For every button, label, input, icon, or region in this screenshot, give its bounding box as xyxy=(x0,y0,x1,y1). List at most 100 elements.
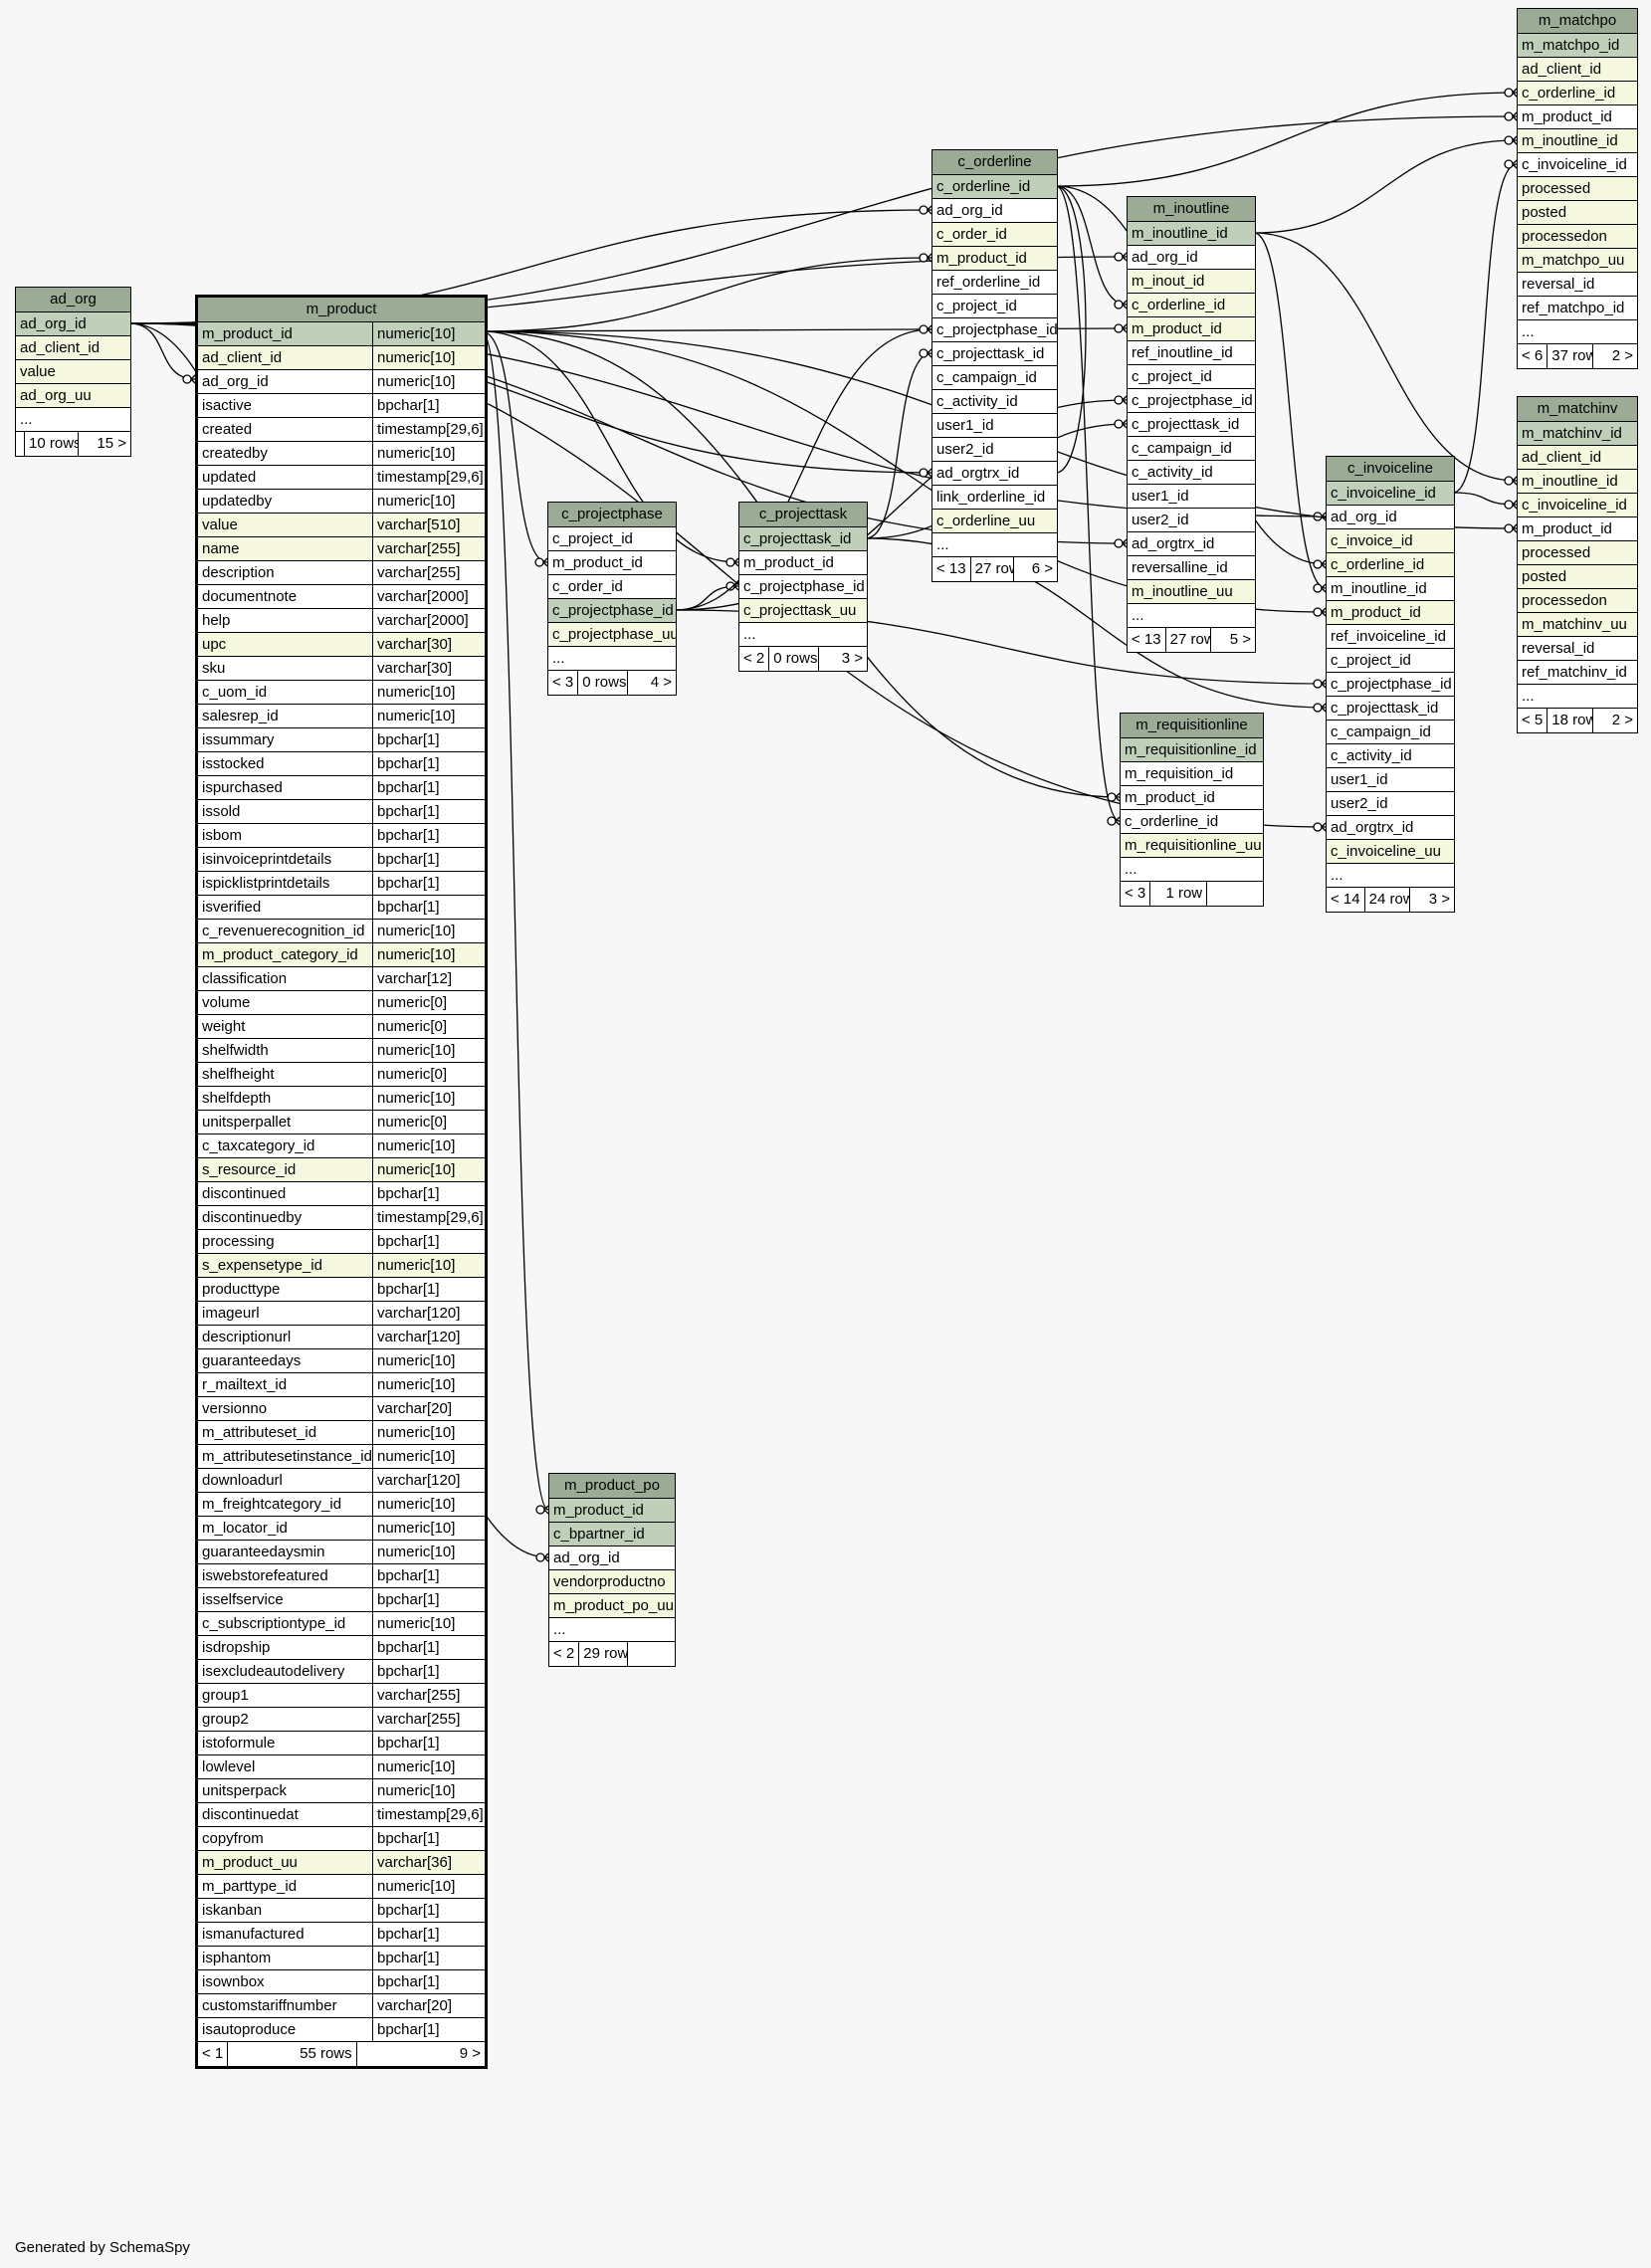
table-row[interactable]: c_invoiceline_id xyxy=(1327,482,1454,506)
table-row[interactable]: m_product_id xyxy=(1518,105,1637,129)
table-row[interactable]: ad_org_id xyxy=(1327,506,1454,529)
table-row[interactable]: c_projecttask_id xyxy=(739,527,867,551)
table-row[interactable]: ref_matchinv_id xyxy=(1518,661,1637,685)
table-row[interactable]: c_campaign_id xyxy=(1128,437,1255,461)
table-row[interactable]: c_projectphase_id xyxy=(1128,389,1255,413)
children-link[interactable]: 4 > xyxy=(650,674,672,691)
table-row[interactable]: ad_orgtrx_id xyxy=(1128,532,1255,556)
table-row[interactable]: ref_orderline_id xyxy=(932,271,1057,295)
table-row[interactable]: c_projecttask_id xyxy=(1128,413,1255,437)
table-row[interactable]: ... xyxy=(1518,320,1637,344)
table-row[interactable]: c_activity_id xyxy=(1327,744,1454,768)
table-title[interactable]: m_requisitionline xyxy=(1121,714,1263,738)
table-row[interactable]: m_product_id xyxy=(1518,517,1637,541)
table-row[interactable]: m_inout_id xyxy=(1128,270,1255,294)
children-link[interactable]: 2 > xyxy=(1611,712,1633,728)
table-row[interactable]: c_projecttask_id xyxy=(1327,697,1454,721)
parents-link[interactable]: < 2 xyxy=(739,647,770,671)
table-row[interactable]: m_product_id xyxy=(1128,317,1255,341)
table-row[interactable]: m_product_id xyxy=(1121,786,1263,810)
table-row[interactable]: m_inoutline_uu xyxy=(1128,580,1255,604)
children-link[interactable]: 6 > xyxy=(1031,560,1053,577)
table-row[interactable]: m_inoutline_id xyxy=(1327,577,1454,601)
table-row[interactable]: c_projectphase_id xyxy=(932,318,1057,342)
table-row[interactable]: m_requisitionline_uu xyxy=(1121,834,1263,858)
table-row[interactable]: c_invoiceline_uu xyxy=(1327,840,1454,864)
table-row[interactable]: c_orderline_uu xyxy=(932,510,1057,533)
table-row[interactable]: value xyxy=(16,360,130,384)
table-row[interactable]: reversalline_id xyxy=(1128,556,1255,580)
table-row[interactable]: user1_id xyxy=(1327,768,1454,792)
table-row[interactable]: posted xyxy=(1518,201,1637,225)
parents-link[interactable]: < 5 xyxy=(1518,709,1548,732)
table-row[interactable]: ad_org_id xyxy=(16,312,130,336)
table-row[interactable]: ad_org_uu xyxy=(16,384,130,408)
table-title[interactable]: c_orderline xyxy=(932,150,1057,175)
table-row[interactable]: user2_id xyxy=(932,438,1057,462)
table-row[interactable]: processedon xyxy=(1518,225,1637,249)
table-title[interactable]: m_matchpo xyxy=(1518,9,1637,34)
children-link[interactable]: 9 > xyxy=(459,2045,481,2062)
table-row[interactable]: ad_client_id xyxy=(1518,58,1637,82)
table-title[interactable]: c_projecttask xyxy=(739,503,867,527)
table-row[interactable]: ... xyxy=(16,408,130,432)
table-row[interactable]: m_matchpo_uu xyxy=(1518,249,1637,273)
parents-link[interactable]: < 2 xyxy=(549,1642,580,1666)
table-row[interactable]: m_requisition_id xyxy=(1121,762,1263,786)
table-row[interactable]: posted xyxy=(1518,565,1637,589)
table-title[interactable]: m_product xyxy=(198,298,485,322)
table-row[interactable]: c_projectphase_id xyxy=(548,599,676,623)
table-row[interactable]: c_campaign_id xyxy=(1327,721,1454,744)
table-row[interactable]: ref_invoiceline_id xyxy=(1327,625,1454,649)
table-row[interactable]: ... xyxy=(1518,685,1637,709)
children-link[interactable]: 3 > xyxy=(1428,891,1450,908)
table-row[interactable]: c_orderline_id xyxy=(932,175,1057,199)
table-row[interactable]: ad_orgtrx_id xyxy=(1327,816,1454,840)
table-row[interactable]: c_invoiceline_id xyxy=(1518,153,1637,177)
table-row[interactable]: c_activity_id xyxy=(1128,461,1255,485)
table-row[interactable]: c_project_id xyxy=(548,527,676,551)
table-row[interactable]: reversal_id xyxy=(1518,637,1637,661)
